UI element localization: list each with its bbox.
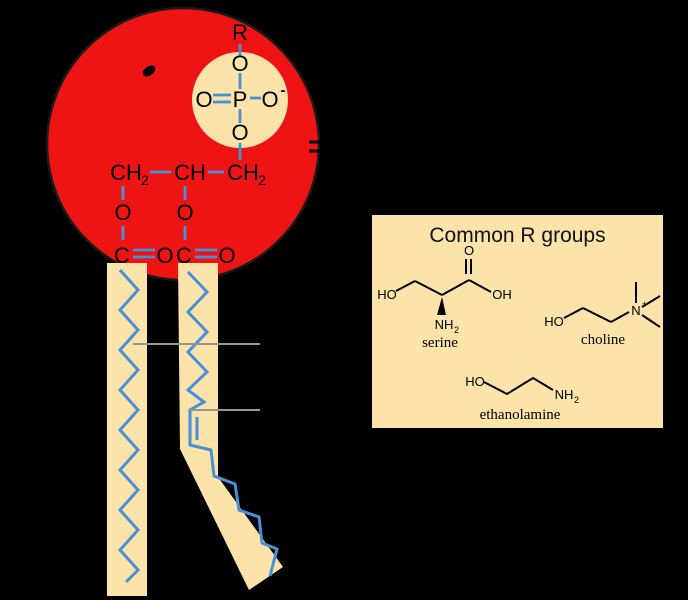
saturated-chain-zigzag <box>117 268 141 584</box>
choline-ho: HO <box>544 314 564 329</box>
phosphate-group: R O O P O - O <box>195 20 285 145</box>
o-top-atom: O <box>231 51 248 76</box>
choline-structure: HO N + choline <box>544 282 661 348</box>
phosphate-highlight-circle <box>192 52 288 148</box>
ethanolamine-ho: HO <box>465 374 485 389</box>
saturated-tail <box>107 263 147 596</box>
r-groups-structures: HO O OH NH 2 serine HO N + <box>377 243 661 423</box>
glycerol-c1-sub: 2 <box>141 172 149 188</box>
unsaturated-tail <box>178 263 283 590</box>
serine-nh-sub: 2 <box>454 325 459 335</box>
o-bottom-atom: O <box>231 120 248 145</box>
ethanolamine-nh-sub: 2 <box>574 395 579 405</box>
serine-ho: HO <box>377 287 397 302</box>
choline-label: choline <box>581 332 625 348</box>
glycerol-c3: CH <box>227 160 259 185</box>
choline-n: N <box>631 303 640 318</box>
black-dot <box>142 65 156 77</box>
choline-positive-charge: + <box>642 299 647 309</box>
serine-wedge-bond <box>437 297 446 315</box>
phospholipid-diagram: R O O P O - O CH 2 CH CH 2 O O <box>45 6 323 596</box>
r-groups-box: Common R groups HO O OH NH 2 serine <box>372 215 663 428</box>
serine-nh: NH <box>435 317 454 332</box>
ester-left-o: O <box>114 200 131 225</box>
phosphorus-atom: P <box>233 87 248 112</box>
ester-right-carbonyl-o: O <box>218 243 235 268</box>
phosphate-bonds <box>213 44 261 160</box>
carbonyl-bonds <box>133 248 217 259</box>
ethanolamine-label: ethanolamine <box>480 407 561 423</box>
ethanolamine-structure: HO NH 2 ethanolamine <box>465 374 579 423</box>
glycerol-c2: CH <box>174 160 206 185</box>
ester-left-carbonyl-o: O <box>156 243 173 268</box>
o-right-atom: O <box>261 87 278 112</box>
serine-oh: OH <box>492 287 512 302</box>
glycerol-backbone: CH 2 CH CH 2 O O <box>110 160 266 225</box>
r-groups-title: Common R groups <box>429 224 606 247</box>
serine-carbonyl-o: O <box>464 243 474 258</box>
ethanolamine-nh: NH <box>555 387 574 402</box>
ester-right-c: C <box>176 243 192 268</box>
glycerol-c1: CH <box>110 160 142 185</box>
o-left-atom: O <box>195 87 212 112</box>
serine-structure: HO O OH NH 2 serine <box>377 243 512 351</box>
glycerol-c3-sub: 2 <box>258 172 266 188</box>
carbonyl-atoms: C O C O <box>114 243 236 268</box>
double-dash-mark <box>309 140 323 153</box>
ester-right-o: O <box>176 200 193 225</box>
unsaturated-chain-zigzag <box>185 270 279 577</box>
r-substituent-label: R <box>232 20 248 45</box>
negative-charge: - <box>281 82 286 99</box>
serine-label: serine <box>422 335 458 351</box>
head-circle <box>45 6 321 282</box>
ester-left-c: C <box>114 243 130 268</box>
glycerol-bonds <box>121 170 224 240</box>
